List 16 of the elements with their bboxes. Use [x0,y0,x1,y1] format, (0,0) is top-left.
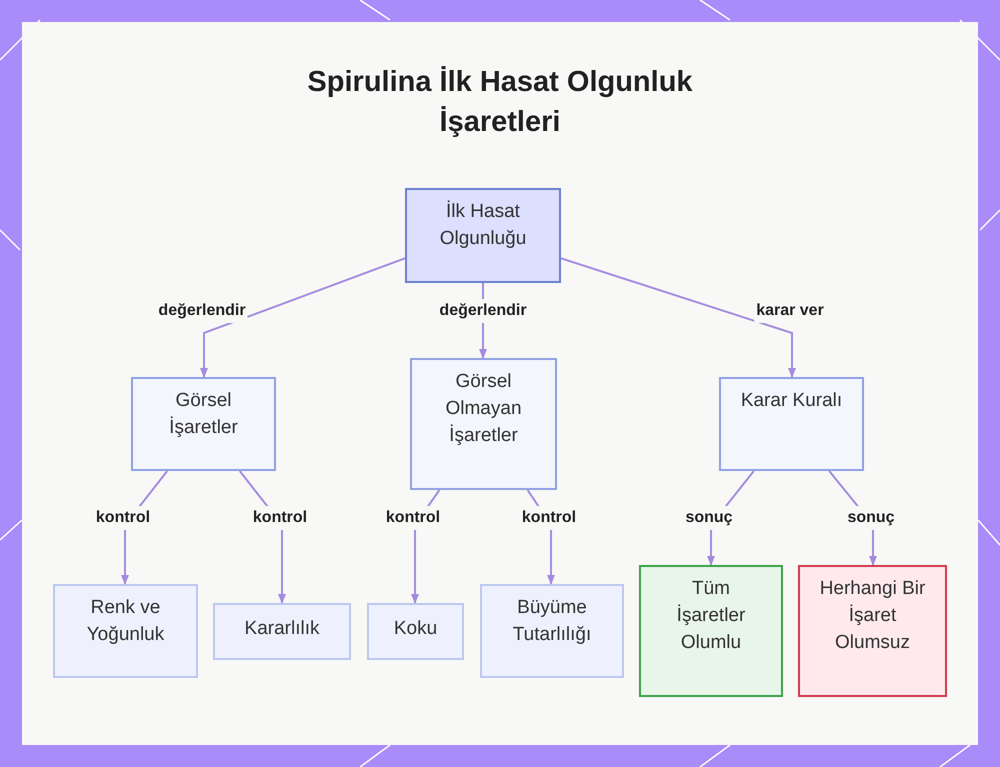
edge-label: sonuç [845,506,897,530]
outcome-box: Herhangi Bir İşaret Olumsuz [798,565,947,697]
arrow [560,257,796,378]
edge-label: değerlendir [437,299,529,323]
outcome-box: Tüm İşaretler Olumlu [639,565,783,697]
root-box: İlk Hasat Olgunluğu [405,188,561,283]
edge-label: sonuç [683,506,735,530]
criterion-box: Koku [367,603,464,660]
arrow [200,257,406,378]
criterion-box: Kararlılık [213,603,351,660]
category-box: Karar Kuralı [719,377,864,471]
criterion-box: Büyüme Tutarlılığı [480,584,624,678]
diagram-title: Spirulina İlk Hasat Olgunluk İşaretleri [306,65,694,140]
criterion-box: Renk ve Yoğunluk [53,584,198,678]
category-box: Görsel İşaretler [131,377,276,471]
category-box: Görsel Olmayan İşaretler [410,358,557,490]
